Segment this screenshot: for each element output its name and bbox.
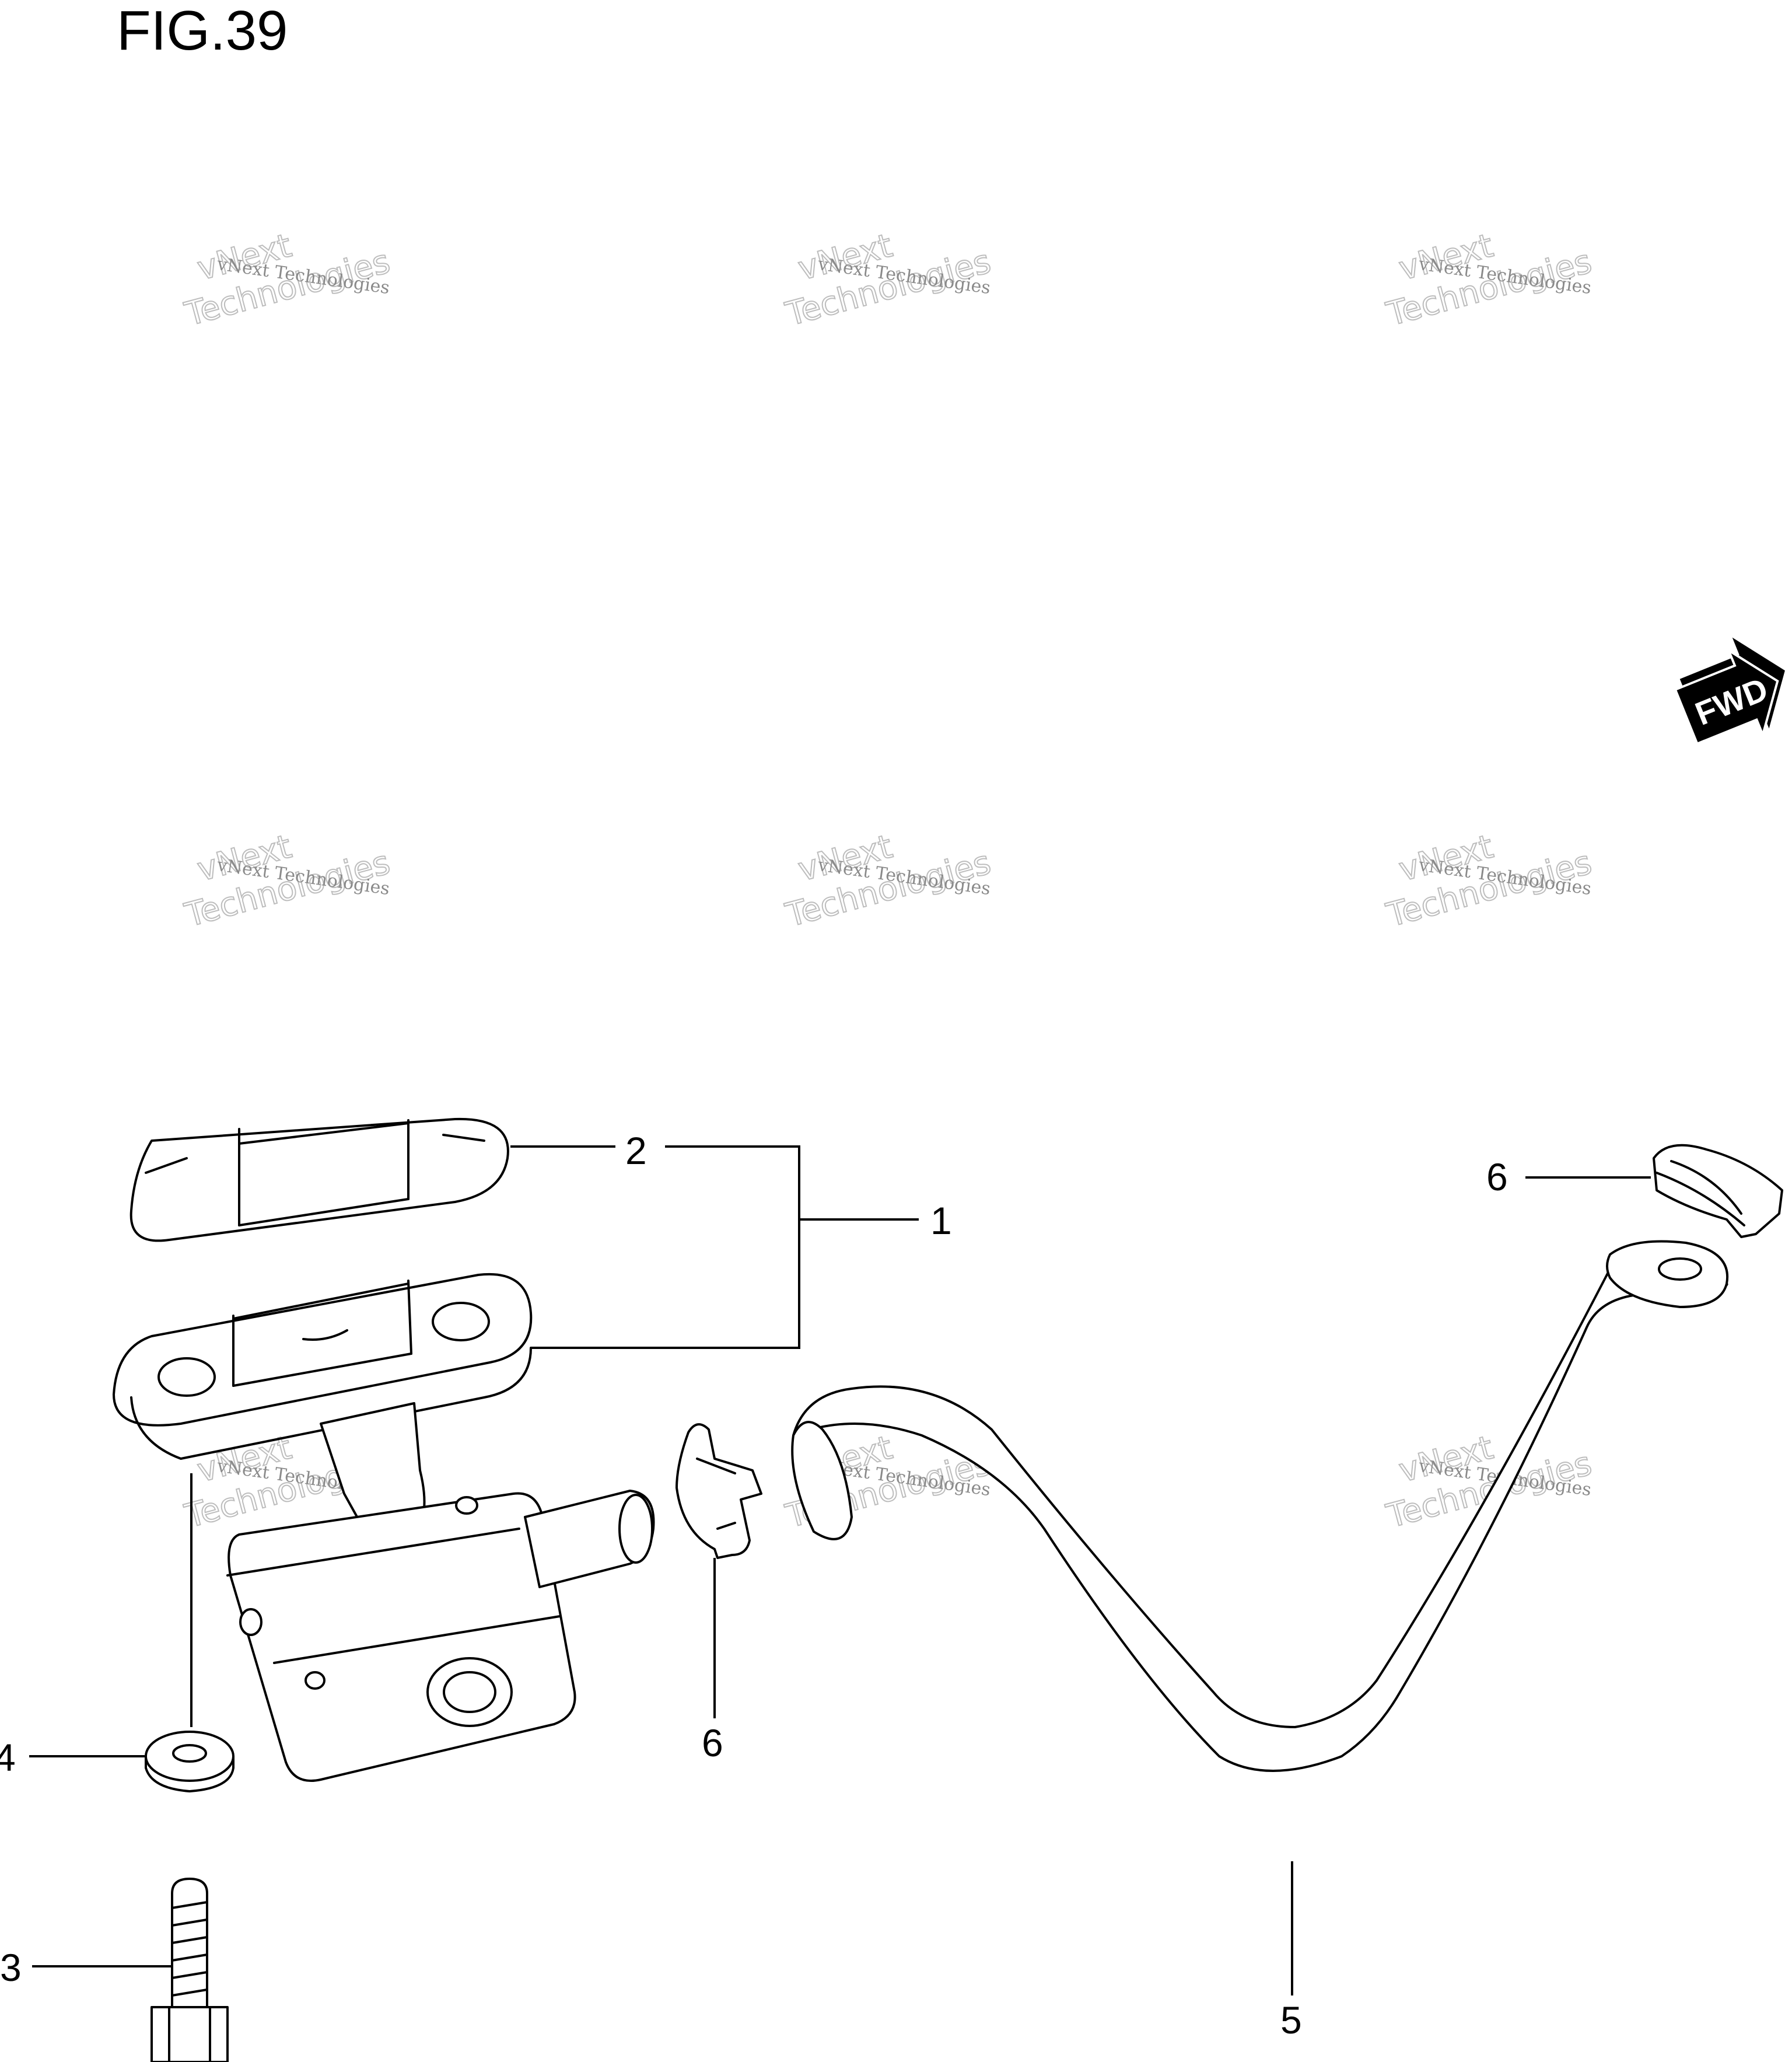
washer-part [145, 1731, 235, 1792]
fwd-marker: FWD [1674, 637, 1785, 746]
callout-5: 5 [1280, 1998, 1302, 2042]
callout-6-top: 6 [1486, 1155, 1508, 1198]
figure-title: FIG.39 [117, 0, 288, 62]
callout-6-middle: 6 [702, 1721, 723, 1764]
callout-1: 1 [930, 1199, 952, 1242]
hose-clip-part-middle [676, 1423, 762, 1559]
fuel-valve-part [113, 1273, 655, 1782]
callout-2: 2 [625, 1129, 647, 1172]
callout-4: 4 [0, 1736, 16, 1779]
fuel-hose-part [791, 1240, 1729, 1772]
callout-3: 3 [0, 1946, 22, 1989]
bolt-part [150, 1878, 229, 2062]
leader-lines [29, 1145, 1651, 1995]
hose-clip-part-top [1653, 1144, 1783, 1238]
gasket-part [130, 1117, 509, 1242]
